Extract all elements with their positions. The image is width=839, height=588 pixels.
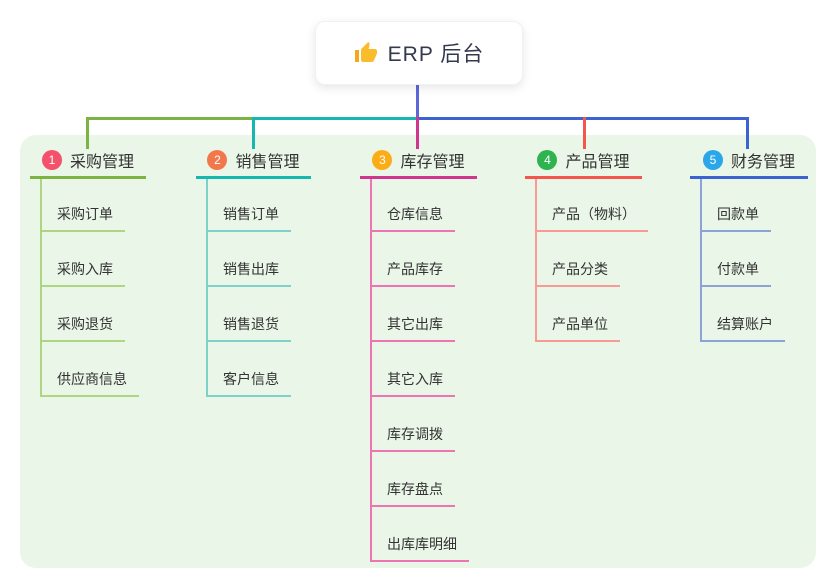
branch-label-4: 产品管理 <box>565 154 630 171</box>
branch-spine-1 <box>40 179 42 397</box>
child-node-1-3[interactable]: 采购退货 <box>40 314 125 342</box>
root-node-label: ERP 后台 <box>387 43 485 66</box>
connector-drop-2 <box>252 117 255 149</box>
child-node-1-2[interactable]: 采购入库 <box>40 259 125 287</box>
child-node-4-3[interactable]: 产品单位 <box>535 314 620 342</box>
branch-spine-3 <box>370 179 372 562</box>
branch-index-badge-1: 1 <box>41 150 62 170</box>
child-node-3-2[interactable]: 产品库存 <box>370 259 455 287</box>
connector-drop-1 <box>86 117 89 149</box>
branch-spine-2 <box>206 179 208 397</box>
branch-label-5: 财务管理 <box>730 154 795 171</box>
child-node-5-2[interactable]: 付款单 <box>700 259 771 287</box>
child-node-3-7[interactable]: 出库库明细 <box>370 534 469 562</box>
branch-underline-2 <box>196 176 311 179</box>
branch-node-4[interactable]: 4 产品管理 <box>525 147 642 173</box>
branch-spine-4 <box>535 179 537 342</box>
branch-underline-5 <box>690 176 808 179</box>
branch-underline-4 <box>525 176 642 179</box>
branch-underline-3 <box>360 176 477 179</box>
root-node[interactable]: ERP 后台 <box>315 21 523 85</box>
branch-index-badge-2: 2 <box>207 150 228 170</box>
child-node-2-1[interactable]: 销售订单 <box>206 204 291 232</box>
child-node-3-1[interactable]: 仓库信息 <box>370 204 455 232</box>
branch-label-2: 销售管理 <box>235 154 300 171</box>
child-node-3-6[interactable]: 库存盘点 <box>370 479 455 507</box>
branch-spine-5 <box>700 179 702 342</box>
branch-underline-1 <box>30 176 146 179</box>
branch-node-5[interactable]: 5 财务管理 <box>690 147 808 173</box>
child-node-3-4[interactable]: 其它入库 <box>370 369 455 397</box>
child-node-1-4[interactable]: 供应商信息 <box>40 369 139 397</box>
child-node-3-3[interactable]: 其它出库 <box>370 314 455 342</box>
branch-label-1: 采购管理 <box>69 154 134 171</box>
child-node-2-4[interactable]: 客户信息 <box>206 369 291 397</box>
branch-index-badge-5: 5 <box>702 150 723 170</box>
bus-segment-left <box>86 117 255 120</box>
child-node-4-2[interactable]: 产品分类 <box>535 259 620 287</box>
branch-node-1[interactable]: 1 采购管理 <box>30 147 146 173</box>
child-node-4-1[interactable]: 产品（物料） <box>535 204 648 232</box>
thumbs-up-icon <box>354 42 377 62</box>
branch-node-2[interactable]: 2 销售管理 <box>196 147 311 173</box>
root-stem-connector <box>416 83 419 120</box>
connector-drop-3 <box>416 117 419 149</box>
branches-panel <box>20 135 816 568</box>
child-node-3-5[interactable]: 库存调拨 <box>370 424 455 452</box>
child-node-5-3[interactable]: 结算账户 <box>700 314 785 342</box>
branch-label-3: 库存管理 <box>400 154 465 171</box>
branch-index-badge-3: 3 <box>372 150 393 170</box>
connector-drop-5 <box>746 117 749 149</box>
child-node-5-1[interactable]: 回款单 <box>700 204 771 232</box>
branch-node-3[interactable]: 3 库存管理 <box>360 147 477 173</box>
child-node-1-1[interactable]: 采购订单 <box>40 204 125 232</box>
child-node-2-3[interactable]: 销售退货 <box>206 314 291 342</box>
child-node-2-2[interactable]: 销售出库 <box>206 259 291 287</box>
connector-drop-4 <box>583 117 586 149</box>
branch-index-badge-4: 4 <box>537 150 558 170</box>
bus-segment-middle <box>252 117 419 120</box>
